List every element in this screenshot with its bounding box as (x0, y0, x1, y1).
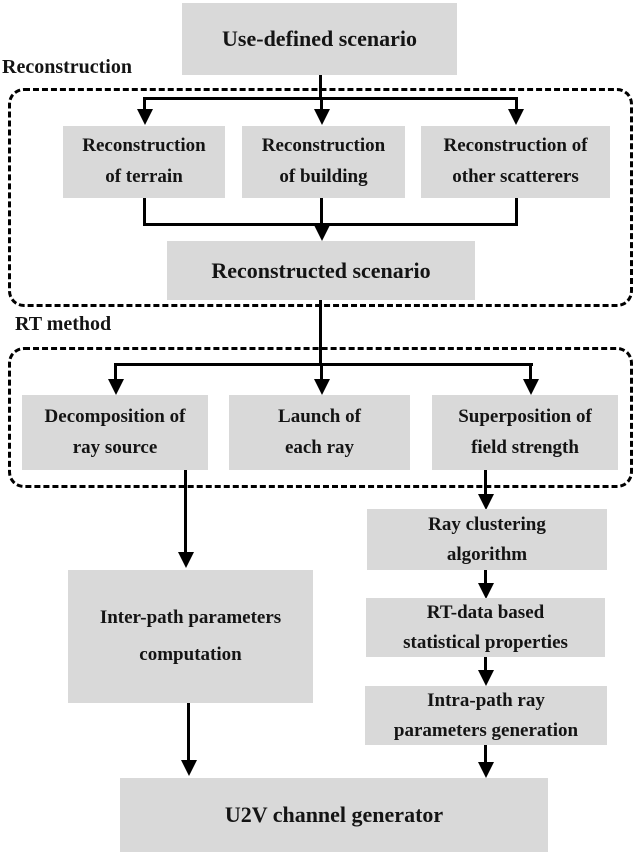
section-label-rt-method: RT method (15, 313, 112, 335)
node-u2v-channel-generator: U2V channel generator (120, 778, 548, 852)
arrowhead-icon (108, 379, 124, 395)
node-label: Reconstruction (261, 135, 386, 157)
node-label: statistical properties (403, 631, 568, 653)
section-label-reconstruction: Reconstruction (2, 56, 132, 78)
connector-line (184, 470, 187, 553)
node-label: Decomposition of (44, 405, 186, 427)
arrowhead-icon (314, 225, 330, 241)
connector-line (319, 300, 322, 365)
connector-line (529, 365, 532, 380)
node-label: Reconstruction of (443, 135, 588, 157)
node-label: algorithm (446, 543, 528, 565)
connector-line (319, 75, 322, 99)
node-label: Ray clustering (428, 514, 546, 536)
node-label: Intra-path ray (427, 690, 545, 712)
connector-line (320, 365, 323, 380)
arrowhead-icon (178, 552, 194, 568)
arrowhead-icon (478, 583, 494, 599)
node-label: Use-defined scenario (222, 26, 417, 52)
node-label: other scatterers (452, 166, 579, 187)
node-label: Inter-path parameters (99, 607, 282, 629)
connector-line (187, 703, 190, 762)
node-inter-path-parameters-computation: Inter-path parameters computation (68, 570, 313, 703)
connector-line (143, 223, 518, 226)
node-label: computation (139, 643, 242, 665)
arrowhead-icon (137, 109, 153, 125)
node-reconstruction-of-building: Reconstruction of building (242, 126, 405, 198)
arrowhead-icon (314, 379, 330, 395)
node-label: RT-data based (426, 602, 545, 624)
connector-line (143, 99, 146, 111)
node-label: U2V channel generator (224, 802, 444, 828)
connector-line (320, 99, 323, 111)
node-use-defined-scenario: Use-defined scenario (182, 3, 457, 75)
node-label: of building (279, 166, 368, 187)
node-rt-data-based-statistical-properties: RT-data based statistical properties (366, 598, 605, 657)
node-label: ray source (72, 436, 158, 458)
node-intra-path-ray-parameters-generation: Intra-path ray parameters generation (365, 686, 607, 745)
node-label: parameters generation (393, 719, 579, 741)
connector-line (143, 198, 146, 226)
arrowhead-icon (478, 494, 494, 510)
arrowhead-icon (478, 670, 494, 686)
node-label: Reconstruction (82, 135, 206, 157)
arrowhead-icon (508, 109, 524, 125)
connector-line (515, 99, 518, 111)
connector-line (114, 365, 117, 380)
node-reconstruction-of-terrain: Reconstruction of terrain (63, 126, 225, 198)
node-reconstruction-of-other-scatterers: Reconstruction of other scatterers (421, 126, 610, 198)
connector-line (320, 198, 323, 226)
node-decomposition-of-ray-source: Decomposition of ray source (22, 395, 208, 470)
connector-line (484, 657, 487, 672)
arrowhead-icon (523, 379, 539, 395)
node-label: of terrain (105, 166, 183, 187)
node-label: field strength (471, 436, 579, 458)
node-superposition-of-field-strength: Superposition of field strength (432, 395, 618, 470)
connector-line (484, 745, 487, 764)
connector-line (114, 363, 533, 366)
connector-line (143, 97, 518, 100)
arrowhead-icon (314, 109, 330, 125)
node-reconstructed-scenario: Reconstructed scenario (167, 241, 475, 300)
connector-line (484, 570, 487, 585)
node-label: Launch of (278, 405, 361, 427)
node-ray-clustering-algorithm: Ray clustering algorithm (367, 509, 607, 570)
connector-line (515, 198, 518, 226)
node-label: Reconstructed scenario (211, 257, 431, 283)
node-launch-of-each-ray: Launch of each ray (229, 395, 410, 470)
arrowhead-icon (478, 762, 494, 778)
node-label: each ray (284, 436, 355, 458)
node-label: Superposition of (458, 405, 592, 427)
connector-line (484, 470, 487, 496)
arrowhead-icon (181, 760, 197, 776)
